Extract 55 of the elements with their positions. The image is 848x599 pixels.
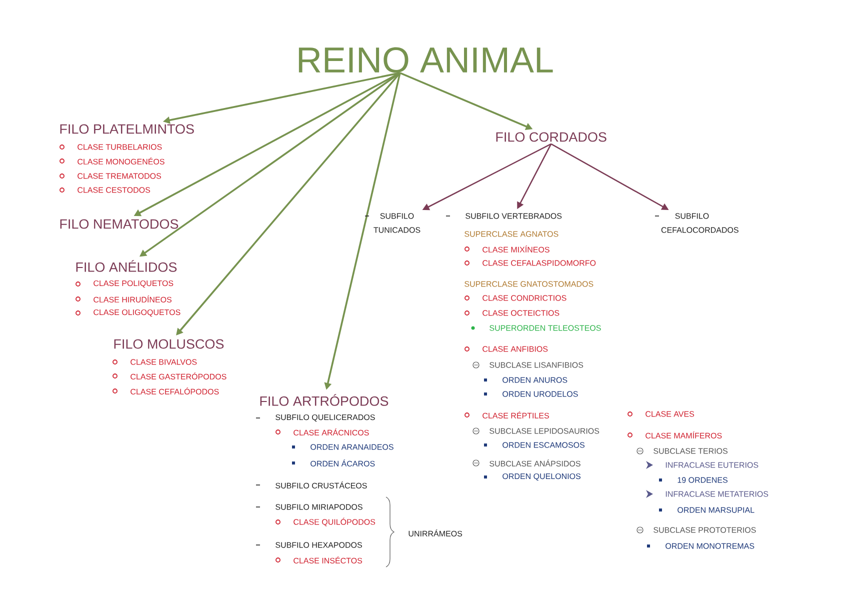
list-item: CLASE CEFALÓPODOS — [112, 388, 219, 394]
list-item: SUBFILO CRUSTÁCEOS — [256, 482, 367, 488]
list-item: CLASE MIXÍNEOS — [464, 246, 550, 252]
list-item: ORDEN ESCAMOSOS — [484, 442, 584, 448]
list-item: CLASE OLIGOQUETOS — [76, 309, 180, 317]
phylum-heading: FILO PLATELMINTOS — [60, 124, 194, 134]
list-item: CLASE CONDRICTIOS — [464, 295, 566, 301]
list-item: SUBFILO HEXAPODOS — [256, 542, 362, 548]
list-item: SUBFILO MIRIAPODOS — [256, 504, 362, 510]
label-text: SUPERCLASE AGNATOS — [464, 231, 558, 237]
list-item: ORDEN QUELONIOS — [484, 473, 580, 481]
list-item: CLASE POLIQUETOS — [76, 280, 174, 288]
list-item: ORDEN ANUROS — [484, 377, 568, 383]
list-item: SUPERORDEN TELEOSTEOS — [471, 325, 601, 331]
list-item: ORDEN ÁCAROS — [292, 460, 375, 466]
list-item: CLASE BIVALVOS — [112, 359, 197, 365]
phylum-heading: FILO NEMATODOS — [60, 219, 178, 229]
title-text: REINO ANIMAL — [298, 47, 553, 73]
list-item: CLASE INSÉCTOS — [276, 556, 362, 564]
label-text: UNIRRÁMEOS — [408, 530, 462, 536]
list-item: INFRACLASE EUTERIOS — [646, 461, 758, 469]
phylum-heading: FILO ARTRÓPODOS — [260, 394, 388, 406]
list-item: SUBCLASE LISANFIBIOS — [472, 362, 584, 368]
list-item: CLASE ARÁCNICOS — [276, 428, 369, 436]
phylum-heading: FILO MOLUSCOS — [114, 339, 224, 349]
list-item: SUBCLASE TERIOS — [636, 448, 728, 454]
list-item: CLASE MAMÍFEROS — [628, 432, 722, 438]
list-item: SUBCLASE PROTOTERIOS — [636, 526, 756, 534]
list-item: SUBCLASE ANÁPSIDOS — [472, 460, 580, 466]
subphylum-text: SUBFILO CEFALOCORDADOS — [661, 213, 738, 233]
list-item: CLASE AVES — [628, 411, 694, 417]
list-item: ORDEN MARSUPIAL — [659, 507, 754, 513]
list-item: ORDEN MONOTREMAS — [647, 543, 754, 549]
list-item: ORDEN URODELOS — [484, 391, 578, 397]
list-item: 19 ORDENES — [659, 477, 728, 483]
subphylum-text: SUBFILO TUNICADOS — [374, 213, 420, 233]
list-item: ORDEN ARANAIDEOS — [292, 444, 394, 450]
label-text: SUPERCLASE GNATOSTOMADOS — [464, 281, 594, 287]
phylum-heading: FILO ANÉLIDOS — [76, 260, 177, 272]
list-item: CLASE TURBELARIOS — [60, 144, 162, 150]
list-item: CLASE GASTERÓPODOS — [112, 372, 226, 380]
list-item: CLASE QUILÓPODOS — [276, 518, 376, 526]
list-item: INFRACLASE METATERIOS — [646, 490, 768, 498]
list-item: CLASE HIRUDÍNEOS — [76, 296, 172, 302]
list-item: SUBCLASE LEPIDOSAURIOS — [472, 428, 600, 434]
list-item: CLASE CEFALASPIDOMORFO — [464, 260, 596, 266]
list-item: CLASE MONOGENÉOS — [60, 158, 164, 164]
list-item: CLASE ANFIBIOS — [464, 346, 548, 352]
phylum-heading: FILO CORDADOS — [496, 132, 606, 142]
list-item: SUBFILO QUELICERADOS — [256, 414, 375, 422]
list-item: CLASE RÉPTILES — [464, 412, 549, 418]
list-item: CLASE OCTEICTIOS — [464, 310, 560, 316]
subphylum-text: SUBFILO VERTEBRADOS — [466, 213, 562, 219]
list-item: CLASE TREMATODOS — [60, 173, 161, 179]
list-item: CLASE CESTODOS — [60, 187, 150, 193]
